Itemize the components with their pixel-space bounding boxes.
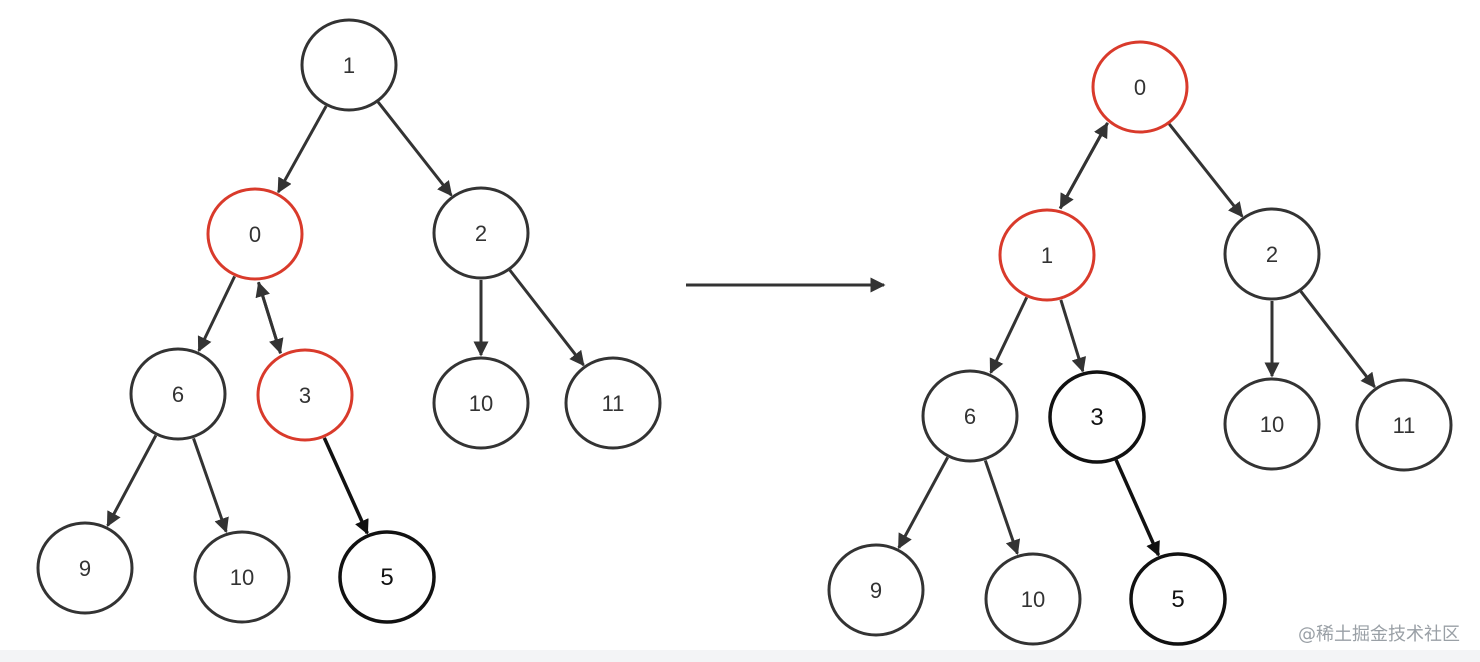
before_tree-edge-L6-to-L10b xyxy=(192,437,229,534)
before_tree-node-L3: 3 xyxy=(256,348,354,442)
after_tree-node-circle xyxy=(1091,40,1189,134)
after_tree-node-R3: 3 xyxy=(1048,370,1146,464)
after_tree-node-label: 10 xyxy=(1021,587,1045,612)
after_tree-node-label: 9 xyxy=(870,578,882,603)
before_tree-node-circle xyxy=(256,348,354,442)
before_tree-node-circle xyxy=(206,187,304,281)
after_tree-edge-R0-to-R2 xyxy=(1167,122,1244,218)
after_tree-edge-R6-to-R10b xyxy=(983,459,1021,556)
before_tree-node-circle xyxy=(564,356,662,450)
before_tree-node-L10a: 10 xyxy=(432,356,530,450)
before_tree-node-L10b: 10 xyxy=(193,530,291,624)
after_tree-edge-R1-to-R3 xyxy=(1059,299,1087,373)
after_tree-node-label: 3 xyxy=(1090,404,1103,431)
before_tree-node-label: 11 xyxy=(602,391,625,416)
before_tree-edge-L0-to-L6 xyxy=(197,275,236,353)
before_tree-node-label: 2 xyxy=(475,221,487,246)
after_tree-node-R10b: 10 xyxy=(984,552,1082,646)
before_tree-node-circle xyxy=(432,356,530,450)
before_tree-node-L0: 0 xyxy=(206,187,304,281)
after_tree-node-circle xyxy=(1355,378,1453,472)
after_tree-node-label: 6 xyxy=(964,404,976,429)
before_tree-node-label: 0 xyxy=(249,222,261,247)
after_tree-node-R6: 6 xyxy=(921,369,1019,463)
after_tree-node-R1: 1 xyxy=(998,208,1096,302)
before_tree-node-L11: 11 xyxy=(564,356,662,450)
before_tree-node-L9: 9 xyxy=(36,521,134,615)
after_tree-node-label: 10 xyxy=(1260,412,1284,437)
before_tree-node-L6: 6 xyxy=(129,347,227,441)
after-tree: 0 1 2 6 3 10 11 9 10 5 xyxy=(827,40,1453,646)
before_tree-node-L1: 1 xyxy=(300,18,398,112)
before_tree-node-circle xyxy=(300,18,398,112)
before_tree-node-label: 1 xyxy=(343,53,355,78)
after_tree-node-circle xyxy=(921,369,1019,463)
after_tree-edge-R1-to-R6 xyxy=(989,296,1029,375)
before_tree-edge-L3-to-L5 xyxy=(322,437,369,535)
after_tree-node-R2: 2 xyxy=(1223,207,1321,301)
before_tree-node-L2: 2 xyxy=(432,186,530,280)
before_tree-node-circle xyxy=(338,530,436,624)
before_tree-edge-L1-to-L0 xyxy=(277,105,328,194)
after_tree-node-label: 11 xyxy=(1393,413,1416,438)
before_tree-node-label: 6 xyxy=(172,382,184,407)
before_tree-node-label: 3 xyxy=(299,383,311,408)
after_tree-node-R11: 11 xyxy=(1355,378,1453,472)
before_tree-edge-L6-to-L9 xyxy=(106,434,158,527)
before_tree-edge-L2-to-L11 xyxy=(508,269,585,367)
before_tree-node-circle xyxy=(36,521,134,615)
after_tree-edge-R2-to-R11 xyxy=(1299,290,1376,389)
after_tree-node-label: 1 xyxy=(1041,243,1053,268)
before_tree-node-circle xyxy=(129,347,227,441)
after_tree-node-label: 0 xyxy=(1134,75,1146,100)
after_tree-edge-R6-to-R9 xyxy=(897,456,949,550)
bottom-strip xyxy=(0,650,1480,662)
before_tree-node-label: 5 xyxy=(380,564,393,591)
after_tree-node-circle xyxy=(1129,552,1227,646)
after_tree-node-circle xyxy=(984,552,1082,646)
after_tree-node-circle xyxy=(1223,377,1321,471)
after_tree-node-circle xyxy=(1223,207,1321,301)
after_tree-node-circle xyxy=(1048,370,1146,464)
after_tree-node-circle xyxy=(827,543,925,637)
after_tree-node-R5: 5 xyxy=(1129,552,1227,646)
after_tree-edge-R1-to-R0 xyxy=(1058,122,1109,210)
before_tree-edge-L1-to-L2 xyxy=(376,101,453,197)
after_tree-node-R9: 9 xyxy=(827,543,925,637)
after_tree-node-label: 2 xyxy=(1266,242,1278,267)
before_tree-edge-L3-to-L0 xyxy=(255,281,282,354)
after_tree-node-R10a: 10 xyxy=(1223,377,1321,471)
after_tree-node-circle xyxy=(998,208,1096,302)
after_tree-node-label: 5 xyxy=(1171,586,1184,613)
before_tree-node-circle xyxy=(432,186,530,280)
before_tree-node-label: 9 xyxy=(79,556,91,581)
watermark: @稀土掘金技术社区 xyxy=(1298,624,1460,645)
before_tree-node-label: 10 xyxy=(230,565,254,590)
before_tree-node-circle xyxy=(193,530,291,624)
before_tree-node-label: 10 xyxy=(469,391,493,416)
after_tree-edge-R3-to-R5 xyxy=(1114,459,1161,557)
after_tree-node-R0: 0 xyxy=(1091,40,1189,134)
before_tree-node-L5: 5 xyxy=(338,530,436,624)
